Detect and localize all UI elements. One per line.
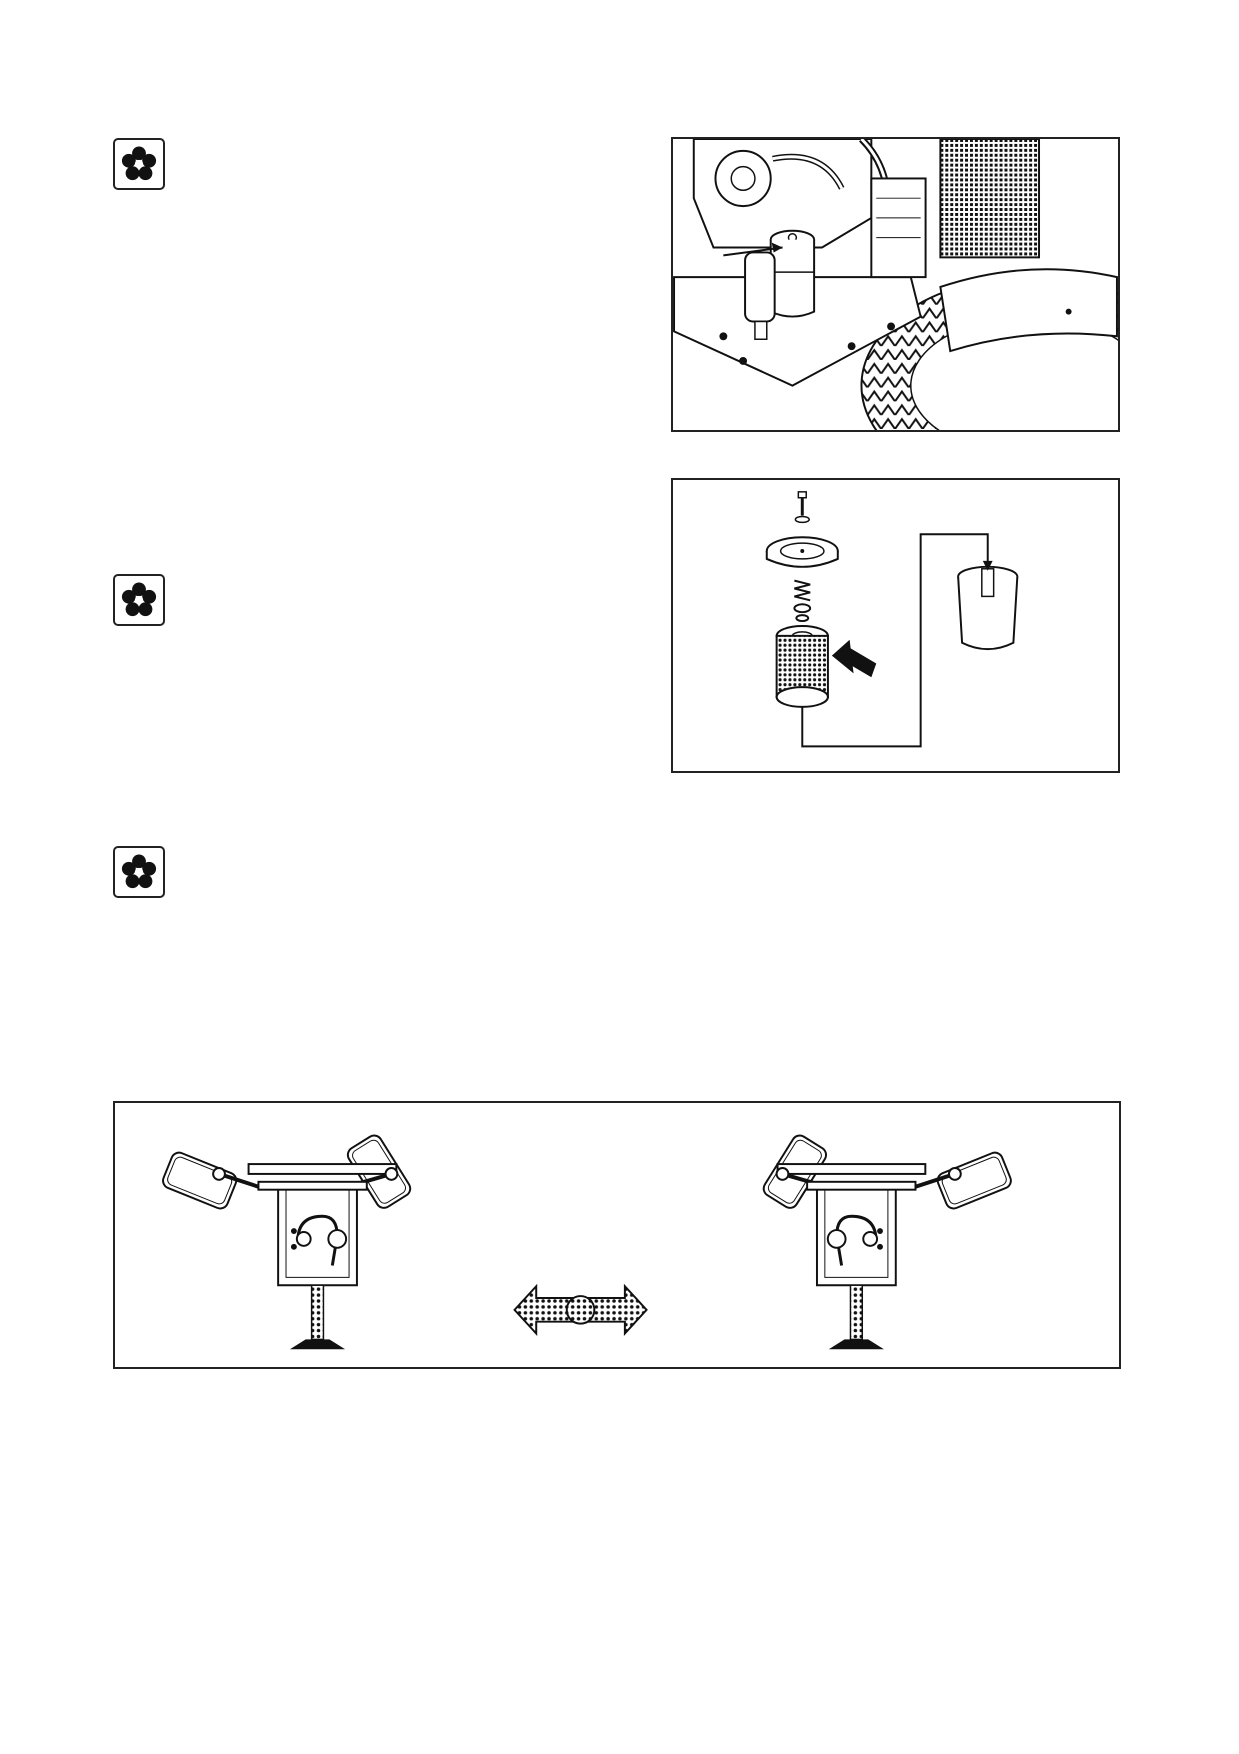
fuel-filter-exploded-drawing xyxy=(765,491,1019,748)
maintenance-flower-icon xyxy=(113,846,165,898)
maintenance-flower-icon xyxy=(113,138,165,190)
engine-compartment-drawing xyxy=(673,139,1118,430)
steering-assembly-right xyxy=(762,1134,1012,1350)
engine-compartment-figure xyxy=(671,137,1120,432)
steering-alignment-figure xyxy=(113,1101,1121,1369)
fuel-filter-exploded-figure xyxy=(671,478,1120,773)
steering-assembly-left xyxy=(162,1134,412,1350)
steering-alignment-drawing xyxy=(162,1134,1012,1350)
maintenance-flower-icon xyxy=(113,574,165,626)
double-arrow-icon xyxy=(513,1283,648,1337)
